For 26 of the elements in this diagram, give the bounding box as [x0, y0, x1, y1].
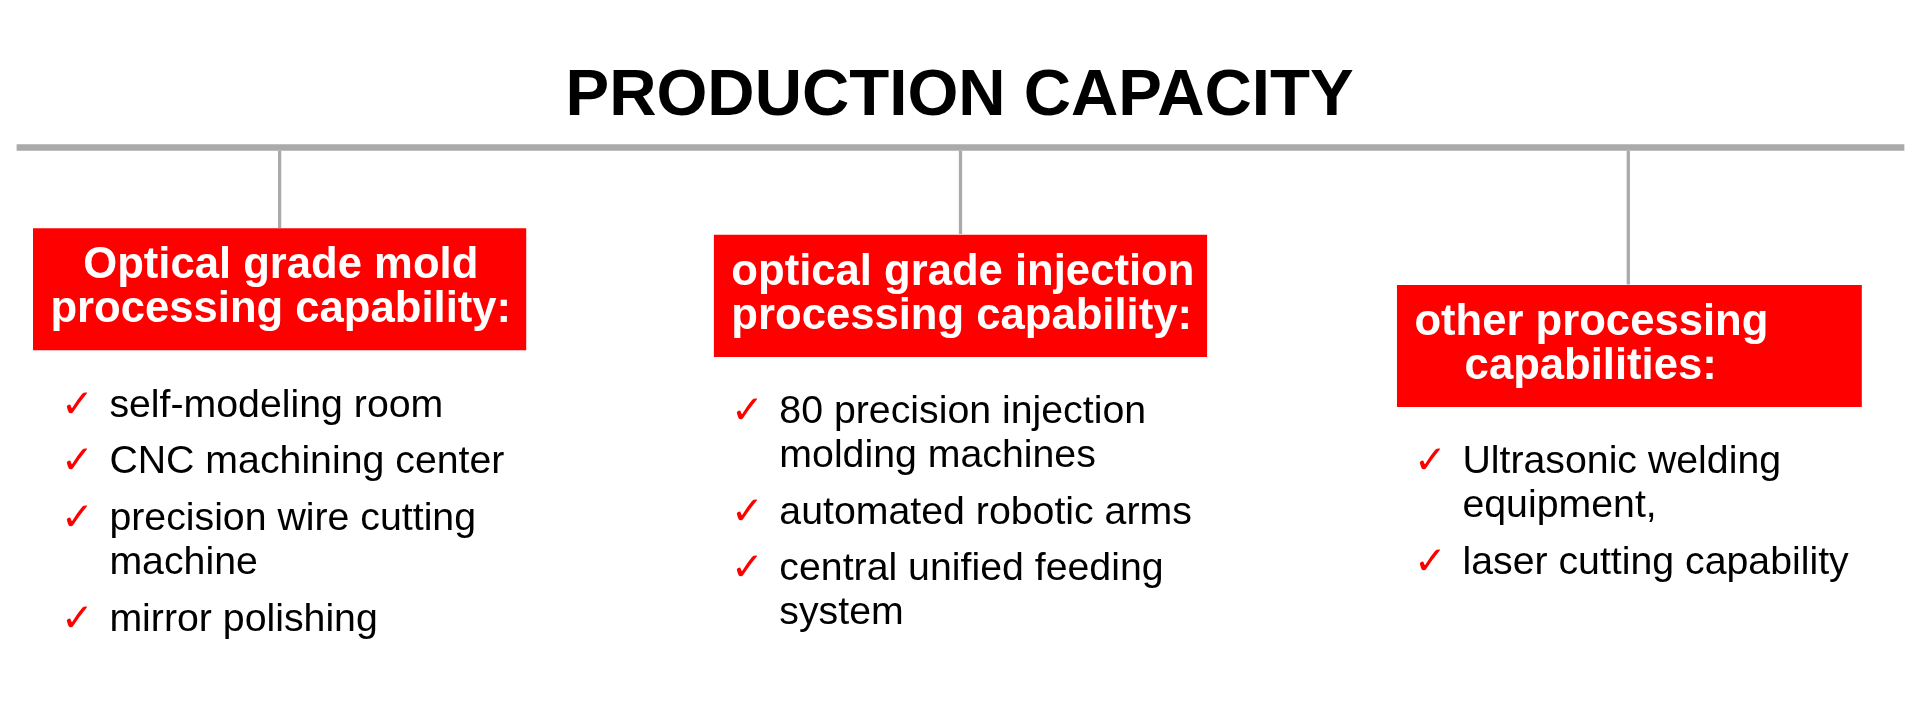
node-label: automated robotic arms [778, 487, 1192, 532]
label: ✓ [730, 544, 764, 589]
connector [958, 150, 962, 234]
node-label: mirror polishing [108, 594, 378, 639]
node-label: laser cutting capability [1461, 537, 1849, 582]
label: ✓ [60, 437, 94, 482]
node-box: optical grade injection processing capability: [713, 234, 1207, 357]
label: ✓ [1413, 537, 1447, 582]
node-label: precision wire cutting machine [108, 494, 476, 582]
label: ✓ [60, 494, 94, 539]
node-box: Optical grade mold processing capability: [32, 228, 526, 351]
label: ✓ [730, 487, 764, 532]
node-label: 80 precision injection molding machines [778, 387, 1146, 475]
node-box: other processing capabilities: [1396, 284, 1862, 408]
node-label: central unified feeding system [778, 544, 1164, 633]
connector [1626, 150, 1630, 285]
diagram-title: PRODUCTION CAPACITY [565, 55, 1354, 129]
connector [277, 150, 281, 229]
label: ✓ [730, 387, 764, 432]
label: ✓ [1413, 437, 1447, 482]
label: ✓ [60, 380, 94, 425]
node-label: CNC machining center [108, 437, 504, 482]
node-bar [16, 144, 1904, 151]
node-label: self-modeling room [108, 380, 443, 425]
label: ✓ [60, 594, 94, 639]
node-label: Ultrasonic welding equipment, [1461, 437, 1781, 526]
